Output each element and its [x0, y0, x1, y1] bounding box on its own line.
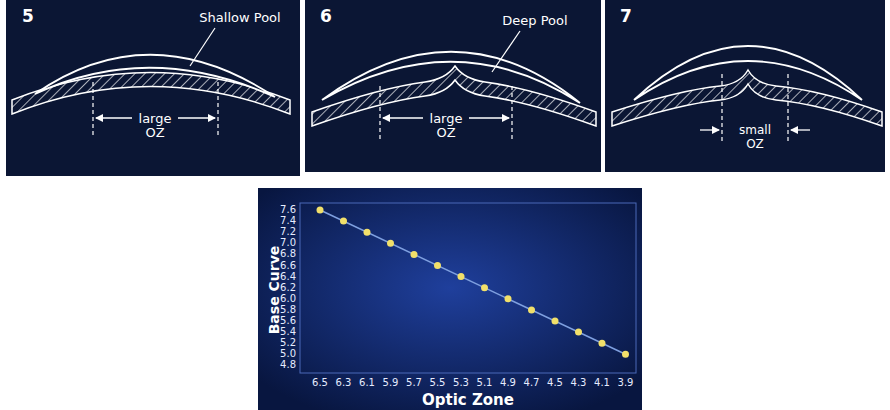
panel-background	[6, 0, 300, 176]
data-point	[434, 262, 441, 269]
tick-label: 6.6	[280, 261, 296, 271]
dimension-label: OZ	[145, 126, 164, 139]
data-point	[317, 207, 324, 214]
tick-label: 4.9	[500, 378, 516, 388]
panel-background	[305, 0, 601, 172]
dimension-arrow	[469, 117, 509, 118]
tick-label: 5.2	[280, 338, 296, 348]
tick-label: 4.1	[594, 378, 610, 388]
tick-label: 3.9	[618, 378, 634, 388]
tick-label: 4.3	[571, 378, 587, 388]
dashed-line	[511, 86, 512, 140]
leader-line	[190, 28, 215, 66]
cornea	[12, 73, 290, 115]
tick-label: 6.3	[336, 378, 352, 388]
data-series	[317, 207, 630, 358]
data-point	[599, 340, 606, 347]
tick-label: 6.2	[280, 283, 296, 293]
dashed-line	[721, 74, 722, 142]
axis-title: Optic Zone	[422, 393, 514, 408]
tick-label: 5.9	[383, 378, 399, 388]
data-point	[387, 240, 394, 247]
data-point	[552, 318, 559, 325]
callout-label: Shallow Pool	[199, 11, 280, 24]
tick-label: 5.7	[406, 378, 422, 388]
tick-label: 6.5	[312, 378, 328, 388]
dashed-line	[787, 74, 788, 142]
dimension-arrow	[178, 117, 215, 118]
dashed-line	[379, 86, 380, 140]
data-point	[364, 229, 371, 236]
contact-lens	[322, 52, 580, 103]
tick-label: 5.0	[280, 349, 296, 359]
chart-background	[258, 188, 642, 410]
dimension-label: large	[139, 112, 172, 125]
dimension-label: large	[430, 112, 463, 125]
data-point	[505, 295, 512, 302]
cornea	[612, 70, 882, 126]
trend-line	[320, 210, 626, 354]
dimension-arrow	[791, 129, 810, 130]
tick-label: 4.7	[524, 378, 540, 388]
tick-label: 4.8	[280, 360, 296, 370]
tick-label: 6.8	[280, 249, 296, 259]
contact-lens	[634, 46, 862, 100]
dimension-arrow	[96, 117, 132, 118]
dimension-arrow	[383, 117, 423, 118]
tick-label: 6.1	[359, 378, 375, 388]
tick-label: 5.3	[453, 378, 469, 388]
panel-background	[605, 0, 885, 172]
cornea	[312, 66, 596, 126]
tick-label: 7.0	[280, 238, 296, 248]
leader-line	[492, 31, 520, 72]
panel-number: 5	[22, 8, 34, 25]
dimension-label: OZ	[436, 126, 455, 139]
data-point	[458, 273, 465, 280]
tick-label: 6.4	[280, 272, 296, 282]
tick-label: 5.5	[430, 378, 446, 388]
dashed-line	[92, 82, 93, 138]
data-point	[411, 251, 418, 258]
tick-label: 5.8	[280, 305, 296, 315]
tick-label: 7.6	[280, 205, 296, 215]
dimension-label: small	[739, 124, 771, 136]
panel-number: 6	[320, 8, 332, 25]
tick-label: 6.0	[280, 294, 296, 304]
data-point	[340, 218, 347, 225]
tick-label: 7.2	[280, 227, 296, 237]
callout-label: Deep Pool	[502, 14, 567, 27]
data-point	[622, 351, 629, 358]
tick-label: 5.1	[477, 378, 493, 388]
data-point	[528, 306, 535, 313]
dimension-label: OZ	[746, 138, 764, 150]
tick-label: 5.4	[280, 327, 296, 337]
data-point	[481, 284, 488, 291]
dashed-line	[217, 82, 218, 138]
tick-label: 4.5	[547, 378, 563, 388]
tick-label: 7.4	[280, 216, 296, 226]
contact-lens	[35, 55, 275, 97]
panel-number: 7	[620, 8, 632, 25]
plot-frame	[300, 203, 636, 373]
tick-label: 5.6	[280, 316, 296, 326]
data-point	[575, 329, 582, 336]
axis-title: Base Curve	[267, 246, 281, 335]
dimension-arrow	[700, 129, 719, 130]
